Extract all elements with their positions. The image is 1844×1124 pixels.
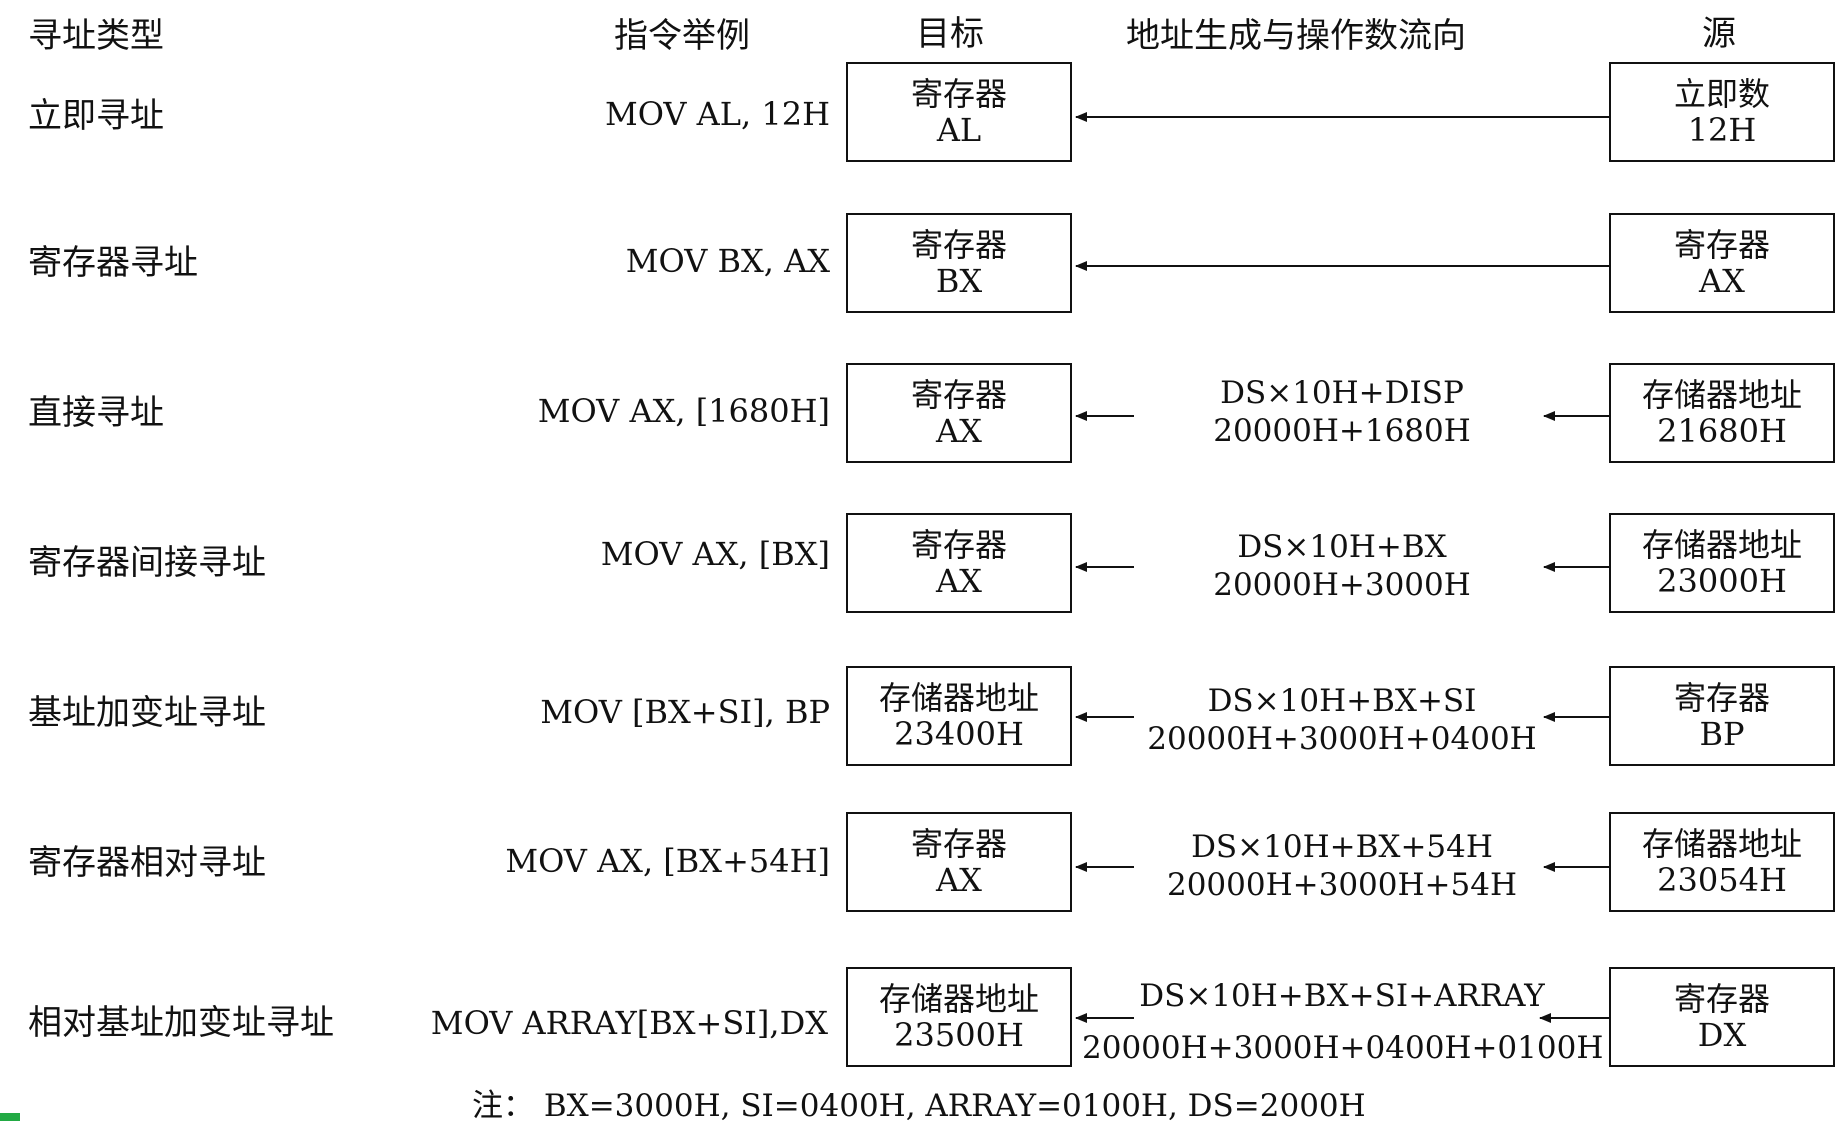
address-expression: DS×10H+BX (1237, 529, 1447, 565)
row-instruction: MOV BX, AX (625, 242, 830, 280)
source-line-1: 存储器地址 (1641, 526, 1802, 564)
row-instruction: MOV AX, [BX+54H] (505, 842, 830, 880)
address-value: 20000H+3000H (1213, 567, 1471, 603)
target-line-1: 寄存器 (910, 526, 1007, 564)
target-line-1: 存储器地址 (878, 679, 1039, 717)
target-box: 寄存器 AX (846, 513, 1072, 613)
row-instruction: MOV AX, [BX] (600, 535, 830, 573)
source-box: 立即数 12H (1609, 62, 1835, 162)
target-line-2: AX (936, 412, 982, 450)
address-expression: DS×10H+DISP (1220, 375, 1464, 411)
source-box: 存储器地址 23054H (1609, 812, 1835, 912)
header-flow: 地址生成与操作数流向 (1126, 16, 1466, 56)
address-value: 20000H+3000H+0400H (1147, 721, 1537, 757)
source-box: 寄存器 BP (1609, 666, 1835, 766)
header-source: 源 (1702, 14, 1736, 54)
target-line-2: AX (936, 562, 982, 600)
target-line-1: 寄存器 (910, 376, 1007, 414)
row-instruction: MOV AX, [1680H] (537, 392, 830, 430)
target-line-2: 23500H (894, 1016, 1024, 1054)
row-instruction: MOV ARRAY[BX+SI],DX (430, 1004, 828, 1042)
target-box: 寄存器 BX (846, 213, 1072, 313)
header-addressing-type: 寻址类型 (28, 16, 164, 56)
address-expression: DS×10H+BX+SI (1207, 683, 1477, 719)
source-line-2: DX (1697, 1016, 1747, 1054)
target-line-1: 寄存器 (910, 226, 1007, 264)
source-box: 存储器地址 21680H (1609, 363, 1835, 463)
target-line-2: AL (936, 111, 982, 149)
row-instruction: MOV AL, 12H (604, 95, 830, 133)
source-line-2: 23054H (1657, 861, 1787, 899)
row-type-label: 直接寻址 (28, 393, 164, 433)
target-box: 寄存器 AX (846, 812, 1072, 912)
row-type-label: 基址加变址寻址 (28, 693, 266, 733)
row-type-label: 寄存器相对寻址 (28, 843, 266, 883)
row-instruction: MOV [BX+SI], BP (540, 693, 830, 731)
corner-mark (0, 1113, 20, 1121)
source-box: 寄存器 DX (1609, 967, 1835, 1067)
address-value: 20000H+1680H (1213, 413, 1471, 449)
address-value: 20000H+3000H+0400H+0100H (1082, 1030, 1604, 1066)
source-line-1: 存储器地址 (1641, 825, 1802, 863)
address-expression: DS×10H+BX+54H (1191, 829, 1493, 865)
source-line-1: 寄存器 (1673, 980, 1770, 1018)
source-box: 寄存器 AX (1609, 213, 1835, 313)
source-line-1: 立即数 (1673, 75, 1770, 113)
target-box: 存储器地址 23500H (846, 967, 1072, 1067)
header-target: 目标 (916, 14, 984, 54)
source-line-2: 23000H (1657, 562, 1787, 600)
header-instruction: 指令举例 (614, 16, 750, 56)
row-type-label: 相对基址加变址寻址 (28, 1003, 334, 1043)
source-line-2: 12H (1687, 111, 1757, 149)
footnote: 注： BX=3000H, SI=0400H, ARRAY=0100H, DS=2… (472, 1088, 1366, 1124)
target-box: 寄存器 AL (846, 62, 1072, 162)
address-formula: DS×10H+BX+54H 20000H+3000H+54H (1082, 828, 1602, 904)
source-line-2: 21680H (1657, 412, 1787, 450)
source-box: 存储器地址 23000H (1609, 513, 1835, 613)
target-box: 存储器地址 23400H (846, 666, 1072, 766)
target-line-2: 23400H (894, 715, 1024, 753)
row-type-label: 寄存器间接寻址 (28, 543, 266, 583)
target-line-1: 寄存器 (910, 75, 1007, 113)
source-line-1: 存储器地址 (1641, 376, 1802, 414)
address-formula: DS×10H+DISP 20000H+1680H (1082, 374, 1602, 450)
row-type-label: 立即寻址 (28, 96, 164, 136)
target-line-1: 存储器地址 (878, 980, 1039, 1018)
target-line-2: BX (935, 262, 983, 300)
source-line-2: AX (1699, 262, 1745, 300)
source-line-1: 寄存器 (1673, 226, 1770, 264)
target-line-1: 寄存器 (910, 825, 1007, 863)
address-formula: DS×10H+BX+SI+ARRAY 20000H+3000H+0400H+01… (1082, 970, 1604, 1074)
address-value: 20000H+3000H+54H (1166, 867, 1517, 903)
target-box: 寄存器 AX (846, 363, 1072, 463)
address-formula: DS×10H+BX 20000H+3000H (1082, 528, 1602, 604)
address-formula: DS×10H+BX+SI 20000H+3000H+0400H (1082, 682, 1602, 758)
source-line-1: 寄存器 (1673, 679, 1770, 717)
target-line-2: AX (936, 861, 982, 899)
source-line-2: BP (1699, 715, 1745, 753)
row-type-label: 寄存器寻址 (28, 243, 198, 283)
address-expression: DS×10H+BX+SI+ARRAY (1139, 978, 1545, 1014)
